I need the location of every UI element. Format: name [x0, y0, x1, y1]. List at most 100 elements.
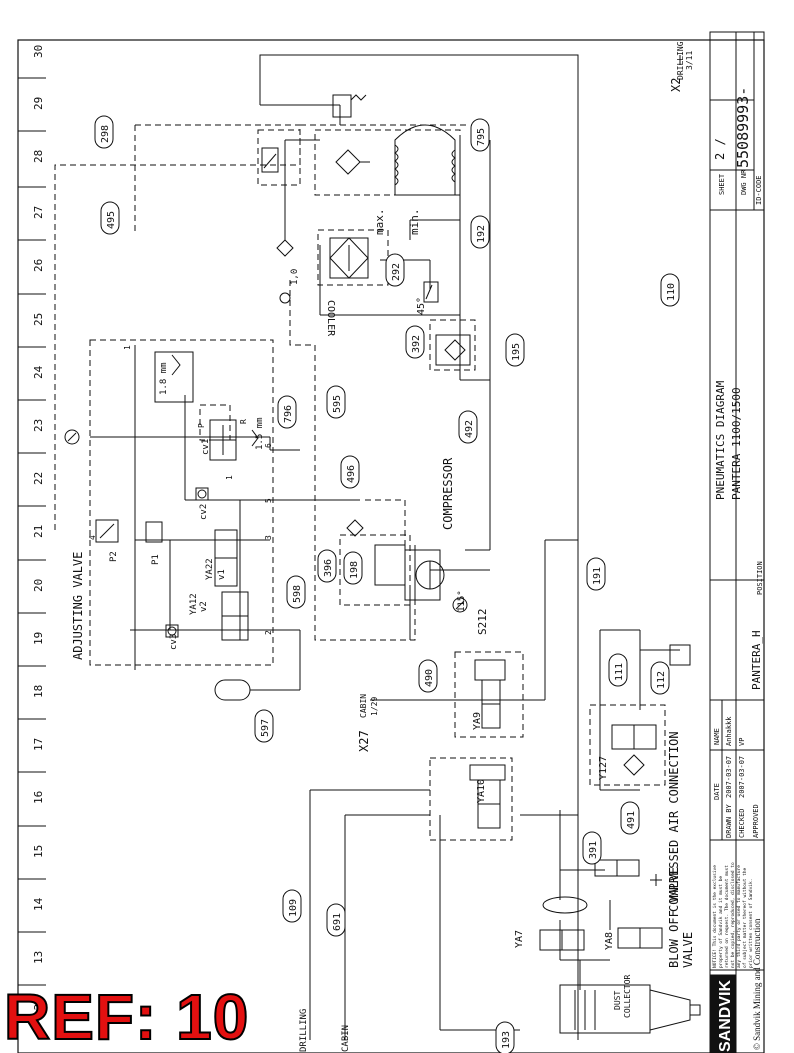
svg-text:492: 492: [464, 420, 475, 438]
pipework: [90, 54, 681, 1040]
callout-bubble: 292: [385, 253, 405, 287]
callout-bubble: 110: [660, 273, 680, 307]
name-head: NAME: [713, 728, 721, 745]
ya8-label: YA8: [604, 932, 615, 950]
x27-sheet-label: 1/29: [370, 697, 379, 716]
y127-label: Y127: [598, 756, 609, 780]
drawn-label: DRAWN BY: [725, 803, 733, 838]
svg-text:198: 198: [349, 561, 360, 579]
ya22-label: YA22: [205, 558, 215, 580]
sandvik-logo: SANDVIK: [717, 980, 734, 1052]
port-p-label: P: [197, 423, 206, 428]
cv2-label: cv2: [199, 504, 209, 520]
callout-bubble: 396: [317, 549, 337, 583]
dwg-label: DWG NR: [740, 169, 748, 195]
dwg-value: 55089993-: [734, 87, 752, 168]
ruler-number: 23: [32, 419, 45, 432]
svg-text:110: 110: [666, 283, 677, 301]
sheet-label: SHEET: [718, 173, 726, 195]
p1-label: P1: [151, 554, 161, 565]
ruler-number: 24: [32, 365, 45, 379]
compressed-air-label: COMPRESSED AIR CONNECTION: [667, 731, 681, 912]
callout-bubble: 112: [650, 661, 670, 695]
cv3-label: cv3: [169, 634, 179, 650]
notice-6: of subject matter thereof without the: [742, 867, 748, 968]
svg-text:192: 192: [476, 225, 487, 243]
port-1b-label: 1: [225, 475, 234, 480]
callout-bubble: 298: [94, 115, 114, 149]
callout-bubble: 598: [286, 575, 306, 609]
x2-sheet-label: 3/11: [685, 51, 694, 70]
svg-text:195: 195: [511, 343, 522, 361]
ruler-number: 18: [32, 685, 45, 698]
ruler-number: 28: [32, 150, 45, 163]
checked-label: CHECKED: [738, 808, 746, 838]
callout-bubble: 796: [277, 395, 297, 429]
cabin-bottom-label: CABIN: [341, 1025, 351, 1052]
position-value: PANTERA_H: [750, 630, 763, 690]
port-2-label: 2: [264, 630, 273, 635]
title-line-2: PANTERA 1100/1500: [730, 387, 743, 500]
notice-1: NOTICE! This document is the exclusive: [712, 865, 718, 968]
ruler-number: 30: [32, 45, 45, 58]
deg115-label: 115°: [457, 590, 467, 612]
callout-bubble: 597: [254, 709, 274, 743]
approved-label: APPROVED: [752, 804, 760, 838]
dashed-boundaries: [54, 124, 666, 841]
svg-text:109: 109: [288, 899, 299, 917]
callout-bubble: 198: [343, 551, 363, 585]
components: [64, 94, 701, 1034]
ruler-number: 29: [32, 97, 45, 110]
ruler-number: 27: [32, 206, 45, 219]
drawn-date: 2007-03-07: [725, 756, 733, 798]
callout-bubble: 495: [100, 201, 120, 235]
checked-name: VP: [738, 738, 746, 746]
adjusting-valve-label: ADJUSTING VALVE: [71, 552, 85, 660]
port-5-label: 5: [264, 498, 273, 503]
ruler-number: 13: [32, 951, 45, 964]
svg-text:691: 691: [332, 913, 343, 931]
s212-label: S212: [476, 609, 489, 636]
svg-text:796: 796: [283, 405, 294, 423]
ruler-number: 20: [32, 579, 45, 592]
svg-text:391: 391: [588, 841, 599, 859]
svg-text:595: 595: [332, 395, 343, 413]
cv1-label: cv1: [201, 439, 211, 455]
x27-label: X27: [357, 730, 371, 752]
ruler-number: 14: [32, 897, 45, 911]
max-label: max.: [373, 209, 386, 236]
ruler-number: 15: [32, 845, 45, 858]
ruler-number: 22: [32, 472, 45, 485]
ruler-number: 12: [32, 1004, 45, 1017]
ya12-label: YA12: [189, 593, 199, 615]
svg-text:111: 111: [614, 663, 625, 681]
ruler-number: 26: [32, 259, 45, 272]
svg-text:191: 191: [592, 567, 603, 585]
ruler-number: 17: [32, 738, 45, 751]
title-block-text: SHEET 2 / DWG NR 55089993- ID-CODE PNEUM…: [712, 87, 764, 1052]
diagram-labels: ADJUSTING VALVE COMPRESSOR COOLER max. m…: [71, 41, 695, 1052]
dust-label: DUST: [613, 991, 622, 1010]
callout-bubble: 496: [340, 455, 360, 489]
sheet-value: 2 /: [713, 138, 727, 160]
svg-text:597: 597: [260, 719, 271, 737]
notice-5: any third party or used to manufacture: [736, 865, 742, 968]
svg-text:193: 193: [501, 1031, 512, 1049]
x27-cabin-label: CABIN: [359, 694, 368, 718]
notice-4: not be copied, reproduced, disclosed to: [730, 862, 736, 968]
port-6-label: 6: [264, 443, 273, 448]
callout-bubble: 595: [326, 385, 346, 419]
title-line-1: PNEUMATICS DIAGRAM: [714, 380, 727, 500]
port-4-label: 4: [88, 535, 97, 540]
svg-text:795: 795: [476, 128, 487, 146]
collector-label: COLLECTOR: [623, 974, 632, 1018]
drilling-bottom-label: DRILLING: [299, 1009, 309, 1052]
ruler-number: 19: [32, 632, 45, 645]
date-head: DATE: [713, 783, 721, 800]
callout-bubble: 491: [620, 801, 640, 835]
x2-label: X2: [669, 78, 683, 92]
svg-text:495: 495: [106, 211, 117, 229]
id-label: ID-CODE: [755, 175, 763, 205]
